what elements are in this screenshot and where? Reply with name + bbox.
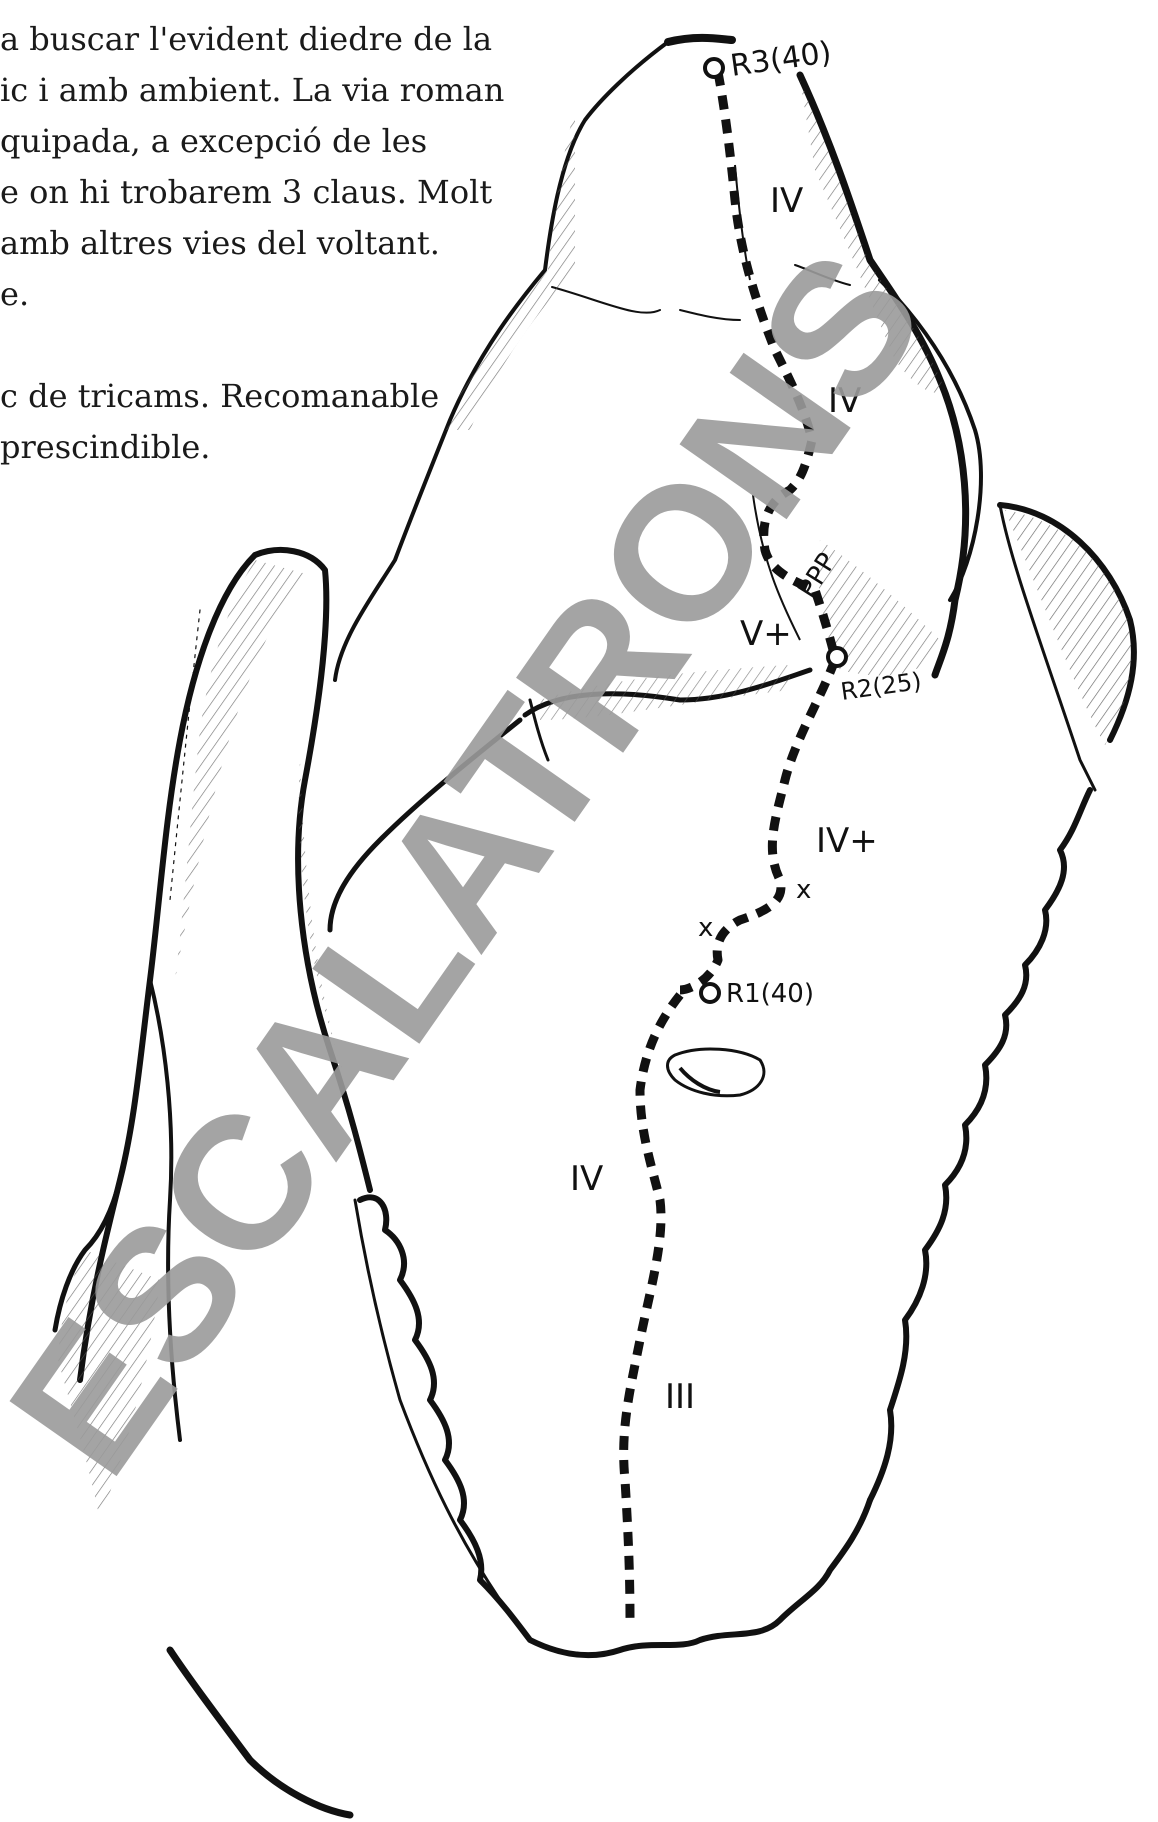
grade-label: IV+ (816, 821, 878, 861)
grade-label: IV (570, 1159, 603, 1199)
belay-r3-marker (705, 59, 723, 77)
grade-label: V+ (740, 614, 792, 654)
boulder (668, 1049, 764, 1096)
grade-label: IV (770, 181, 803, 221)
grade-labels: IV IV V+ IV+ IV III (570, 181, 878, 1417)
left-pillar-shading (58, 560, 345, 1520)
belay-r3-label: R3(40) (728, 35, 833, 84)
grade-label: III (665, 1377, 695, 1417)
belay-r1-marker (701, 984, 719, 1002)
grade-label: IV (828, 381, 861, 421)
belay-r2-label: R2(25) (839, 667, 923, 706)
bolt-marks: x x (698, 875, 811, 943)
bolt-mark: x (698, 913, 713, 943)
belay-r2-marker (828, 648, 846, 666)
belay-r1-label: R1(40) (726, 979, 814, 1009)
bolt-mark: x (796, 875, 811, 905)
lower-slab-outline (355, 790, 1090, 1655)
route-line (624, 72, 835, 1620)
